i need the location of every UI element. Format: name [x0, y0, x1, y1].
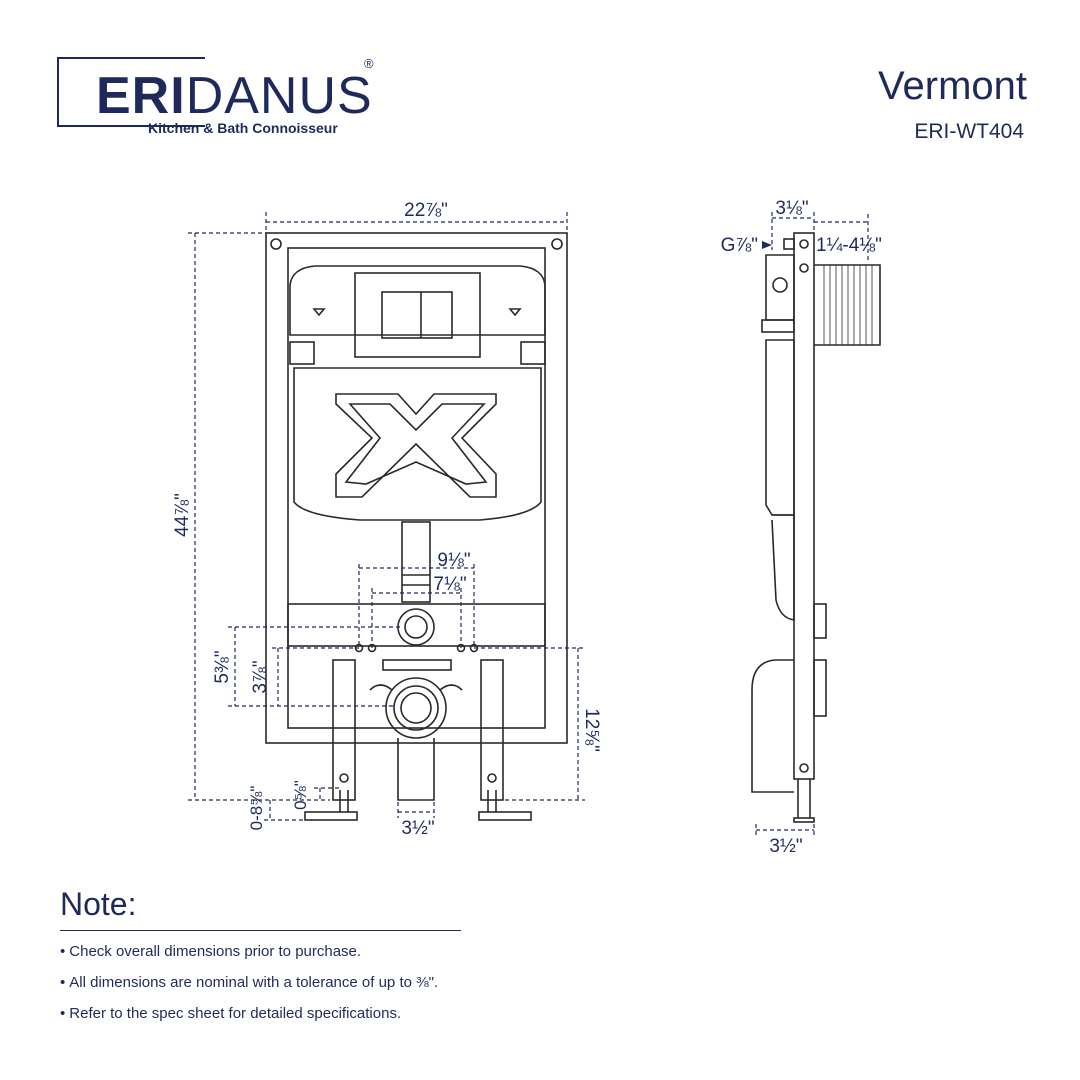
crossbar [287, 603, 546, 647]
dim-side-top-depth: 3⅛" [775, 198, 808, 219]
side-drain-elbow [751, 659, 794, 793]
leg-hole [339, 773, 349, 783]
side-crossbar-cap [813, 603, 827, 639]
flush-housing [289, 265, 546, 336]
dimension-labels: 22⅞" 44⅞" 9⅛" 7⅛" 5⅜" 3⅞" 12⅝" 0-8⅝" 0⅝"… [172, 198, 882, 857]
side-hole [799, 239, 809, 249]
brand-logo: ERIDANUS ® Kitchen & Bath Connoisseur [0, 0, 400, 150]
frame-hole-right [551, 238, 563, 250]
flush-inlet-inner [404, 615, 428, 639]
frame-inner [287, 247, 546, 729]
notes-divider [60, 930, 461, 931]
flush-pipe [401, 521, 431, 603]
drain-clamps [369, 684, 463, 691]
side-hole [799, 263, 809, 273]
dim-drain-width: 3½" [401, 818, 434, 839]
dim-drain-height: 12⅝" [581, 708, 602, 752]
note-item: All dimensions are nominal with a tolera… [60, 973, 438, 1004]
note-item: Check overall dimensions prior to purcha… [60, 942, 438, 973]
side-inlet-tube [814, 264, 881, 346]
side-inlet-ridges [823, 265, 873, 345]
drain-elbow [397, 738, 435, 801]
flush-inlet-outer [397, 608, 435, 646]
side-valve-body [765, 254, 795, 321]
foot-left [304, 811, 358, 821]
side-pipe [771, 514, 795, 621]
side-clamp [761, 319, 795, 333]
product-model: ERI-WT404 [914, 120, 1024, 143]
supply-arrow-icon [762, 241, 772, 249]
dim-outer-bolt-height: 5⅜" [212, 650, 233, 683]
notes-list: Check overall dimensions prior to purcha… [60, 942, 438, 1035]
arrow-left-icon [312, 308, 326, 317]
dim-supply-size: G⅞" [721, 235, 758, 256]
dim-foot-adjustment: 0-8⅝" [247, 786, 266, 831]
dim-outer-bolt-spacing: 9⅛" [437, 550, 470, 571]
side-hole [799, 763, 809, 773]
side-cistern [765, 339, 795, 516]
logo-light-part: DANUS [185, 67, 373, 125]
flush-plate-frame [354, 272, 481, 358]
frame-hole-left [270, 238, 282, 250]
side-supply-stub [783, 238, 795, 250]
leg-hole [487, 773, 497, 783]
bracket-right [520, 341, 546, 365]
drain-outer [385, 677, 447, 739]
front-view [265, 232, 568, 821]
leg-left [332, 659, 356, 801]
frame-outline [265, 232, 568, 744]
logo-tagline: Kitchen & Bath Connoisseur [148, 120, 338, 136]
dim-side-base-depth: 3½" [769, 836, 802, 857]
registered-mark: ® [364, 56, 374, 71]
drain-inner [393, 685, 439, 731]
side-frame [793, 232, 815, 780]
leg-right [480, 659, 504, 801]
dim-inner-bolt-spacing: 7⅛" [433, 574, 466, 595]
side-drain-cap [813, 659, 827, 717]
dim-overall-width: 22⅞" [404, 200, 448, 221]
drain-bracket [382, 659, 452, 671]
side-foot [793, 817, 815, 823]
bracket-left [289, 341, 315, 365]
logo-wordmark: ERIDANUS [96, 66, 373, 126]
dim-supply-projection: 1¼-4⅛" [816, 235, 882, 256]
dim-inner-bolt-height: 3⅞" [250, 660, 271, 693]
drain-core [400, 692, 432, 724]
cistern-tank [293, 367, 542, 521]
note-item: Refer to the spec sheet for detailed spe… [60, 1004, 438, 1035]
technical-drawing: 22⅞" 44⅞" 9⅛" 7⅛" 5⅜" 3⅞" 12⅝" 0-8⅝" 0⅝"… [172, 198, 882, 857]
side-view [751, 232, 881, 823]
logo-bold-part: ERI [96, 67, 186, 125]
x-emblem-inner [344, 403, 488, 485]
logo-frame [57, 57, 205, 127]
x-emblem-outer [335, 393, 497, 498]
arrow-right-icon [508, 308, 522, 317]
dim-overall-height: 44⅞" [172, 493, 193, 537]
notes-title: Note: [60, 886, 137, 922]
foot-right [478, 811, 532, 821]
side-valve-knob [772, 277, 788, 293]
product-name: Vermont [878, 64, 1027, 108]
dimension-lines [188, 212, 869, 838]
dim-drain-offset: 0⅝" [291, 780, 310, 810]
flush-buttons [381, 291, 453, 339]
